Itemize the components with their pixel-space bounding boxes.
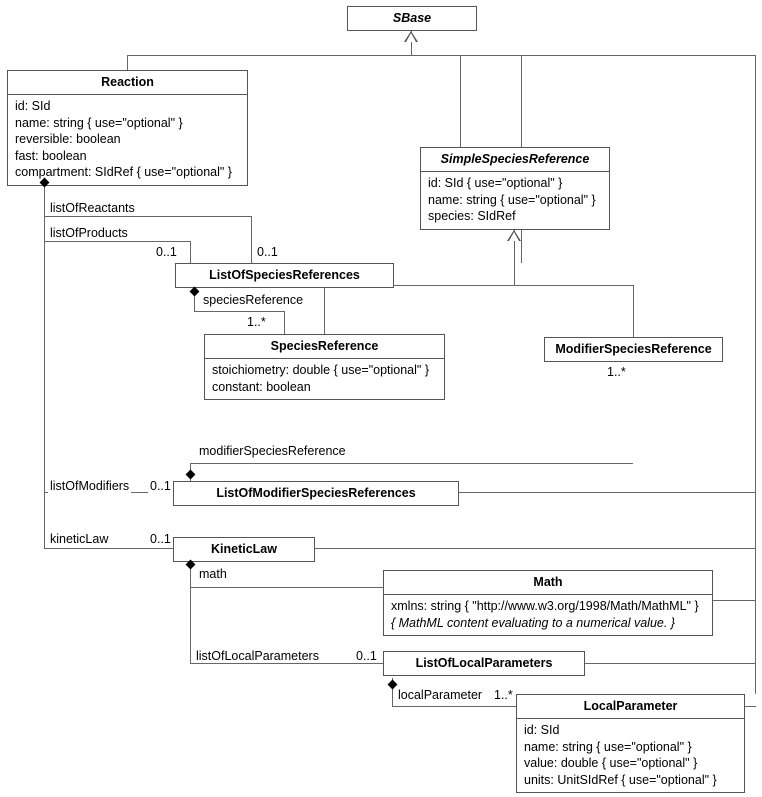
class-attributes-simple-species-reference: id: SId { use="optional" } name: string … [421, 171, 609, 229]
edge-multiplicity-list-of-modifiers: 0..1 [148, 479, 173, 493]
edge-multiplicity-list-of-reactants: 0..1 [255, 245, 280, 259]
edge-multiplicity-modifier-species-reference: 1..* [605, 365, 628, 379]
attribute-row: compartment: SIdRef { use="optional" } [15, 165, 232, 179]
class-title-species-reference: SpeciesReference [270, 339, 379, 353]
composition-edge-list-of-local-parameters [190, 663, 383, 664]
attribute-row: xmlns: string { "http://www.w3.org/1998/… [391, 599, 699, 613]
class-box-list-of-modifier-species-references[interactable]: ListOfModifierSpeciesReferences [173, 481, 459, 506]
class-box-kinetic-law[interactable]: KineticLaw [173, 537, 315, 562]
composition-trunk-lsr [194, 289, 195, 311]
generalization-link-list-of-local-parameters [585, 663, 756, 664]
class-box-sbase[interactable]: SBase [347, 6, 477, 31]
composition-edge-modifier-species-reference [190, 463, 633, 464]
class-attributes-species-reference: stoichiometry: double { use="optional" }… [205, 358, 444, 399]
edge-multiplicity-list-of-products: 0..1 [154, 245, 179, 259]
edge-label-list-of-products: listOfProducts [48, 226, 130, 240]
edge-label-math: math [197, 567, 229, 581]
composition-trunk-reaction [44, 183, 45, 548]
attribute-row: constant: boolean [212, 379, 311, 394]
attribute-row: species: SIdRef [428, 209, 516, 223]
composition-edge-list-of-products-drop [190, 241, 191, 263]
composition-edge-kinetic-law [44, 548, 173, 549]
attribute-row: { MathML content evaluating to a numeric… [391, 615, 675, 630]
class-title-list-of-local-parameters: ListOfLocalParameters [415, 656, 553, 670]
generalization-spine-ssr [324, 285, 634, 286]
composition-trunk-llp [392, 678, 393, 706]
attribute-row: name: string { use="optional" } [15, 115, 183, 130]
class-title-simple-species-reference: SimpleSpeciesReference [440, 152, 590, 166]
class-attributes-math: xmlns: string { "http://www.w3.org/1998/… [384, 594, 712, 635]
edge-label-list-of-modifiers: listOfModifiers [48, 479, 132, 493]
generalization-branch-reaction [127, 55, 128, 70]
class-title-modifier-species-reference: ModifierSpeciesReference [555, 342, 712, 356]
edge-label-species-reference: speciesReference [201, 293, 306, 307]
attribute-row: id: SId [524, 723, 560, 737]
composition-edge-list-of-products [44, 241, 190, 242]
edge-multiplicity-kinetic-law: 0..1 [148, 532, 173, 546]
generalization-link-kinetic-law [315, 548, 756, 549]
edge-label-local-parameter: localParameter [396, 688, 485, 702]
class-attributes-local-parameter: id: SId name: string { use="optional" } … [517, 718, 744, 792]
class-box-reaction[interactable]: Reaction id: SId name: string { use="opt… [7, 70, 248, 186]
generalization-stub-sbase [411, 31, 412, 55]
generalization-branch-modifier-species-reference [633, 285, 634, 337]
edge-label-modifier-species-reference: modifierSpeciesReference [197, 444, 348, 458]
class-title-list-of-species-references: ListOfSpeciesReferences [209, 268, 360, 282]
edge-label-list-of-reactants: listOfReactants [48, 201, 137, 215]
class-title-local-parameter: LocalParameter [583, 699, 678, 713]
composition-edge-local-parameter [392, 706, 516, 707]
class-title-kinetic-law: KineticLaw [211, 542, 277, 556]
attribute-row: reversible: boolean [15, 132, 121, 146]
class-box-math[interactable]: Math xmlns: string { "http://www.w3.org/… [383, 570, 713, 636]
generalization-rail-right [755, 55, 756, 694]
edge-multiplicity-list-of-local-parameters: 0..1 [354, 649, 379, 663]
generalization-branch-simple-species-reference [460, 55, 461, 147]
composition-edge-list-of-reactants [44, 216, 251, 217]
class-title-reaction: Reaction [101, 75, 154, 89]
attribute-row: name: string { use="optional" } [428, 192, 596, 207]
composition-edge-species-reference [194, 311, 284, 312]
generalization-branch-species-reference [324, 285, 325, 334]
attribute-row: id: SId { use="optional" } [428, 176, 563, 190]
class-attributes-reaction: id: SId name: string { use="optional" } … [8, 94, 247, 185]
generalization-link-list-of-modifiers [459, 492, 756, 493]
attribute-row: id: SId [15, 99, 51, 113]
generalization-link-math [713, 600, 756, 601]
generalization-link-local-parameter [745, 706, 756, 707]
attribute-row: name: string { use="optional" } [524, 739, 692, 754]
generalization-spine [127, 55, 756, 56]
class-box-simple-species-reference[interactable]: SimpleSpeciesReference id: SId { use="op… [420, 147, 610, 230]
class-title-math: Math [533, 575, 563, 589]
composition-trunk-kinetic-law [190, 562, 191, 663]
attribute-row: value: double { use="optional" } [524, 756, 698, 770]
class-box-species-reference[interactable]: SpeciesReference stoichiometry: double {… [204, 334, 445, 400]
edge-label-kinetic-law: kineticLaw [48, 532, 111, 546]
class-box-local-parameter[interactable]: LocalParameter id: SId name: string { us… [516, 694, 745, 793]
edge-multiplicity-species-reference: 1..* [245, 315, 268, 329]
composition-edge-list-of-reactants-drop [251, 216, 252, 263]
class-box-list-of-local-parameters[interactable]: ListOfLocalParameters [383, 651, 585, 676]
edge-multiplicity-local-parameter: 1..* [492, 688, 515, 702]
attribute-row: units: UnitSIdRef { use="optional" } [524, 772, 717, 787]
class-title-list-of-modifier-species-references: ListOfModifierSpeciesReferences [216, 486, 416, 500]
composition-diamond-list-of-species-references [189, 286, 199, 297]
class-box-list-of-species-references[interactable]: ListOfSpeciesReferences [175, 263, 394, 288]
attribute-row: fast: boolean [15, 148, 87, 163]
composition-diamond-list-of-modifier-species-references [185, 469, 195, 480]
class-box-modifier-species-reference[interactable]: ModifierSpeciesReference [544, 337, 723, 362]
edge-label-list-of-local-parameters: listOfLocalParameters [194, 649, 321, 663]
class-title-sbase: SBase [392, 11, 432, 25]
composition-edge-species-reference-drop [284, 311, 285, 334]
composition-edge-math [190, 587, 383, 588]
generalization-stub-ssr-down [514, 230, 515, 285]
attribute-row: stoichiometry: double { use="optional" } [212, 363, 429, 377]
